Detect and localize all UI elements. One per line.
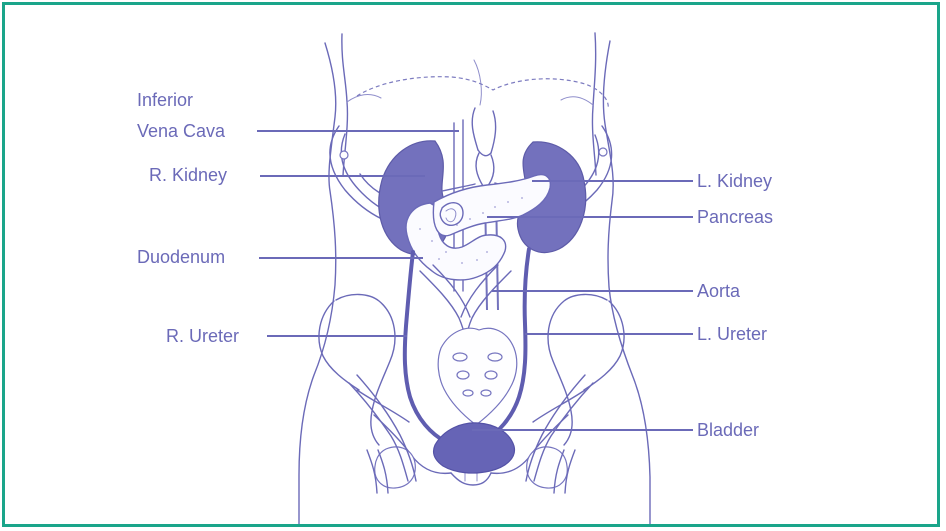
label-bladder: Bladder (697, 420, 759, 440)
label-l-ureter: L. Ureter (697, 324, 767, 344)
label-inferior-vena-cava-line2: Vena Cava (137, 121, 226, 141)
label-r-ureter: R. Ureter (166, 326, 239, 346)
diaphragm-dashed-outline (357, 77, 608, 109)
urinary-system-diagram: Inferior Vena Cava R. Kidney Duodenum R.… (5, 5, 937, 524)
right-ureter (405, 252, 446, 442)
label-aorta: Aorta (697, 281, 741, 301)
spine-upper (472, 108, 495, 187)
label-l-kidney: L. Kidney (697, 171, 772, 191)
label-r-kidney: R. Kidney (149, 165, 227, 185)
label-duodenum: Duodenum (137, 247, 225, 267)
label-pancreas: Pancreas (697, 207, 773, 227)
label-inferior-vena-cava-line1: Inferior (137, 90, 193, 110)
